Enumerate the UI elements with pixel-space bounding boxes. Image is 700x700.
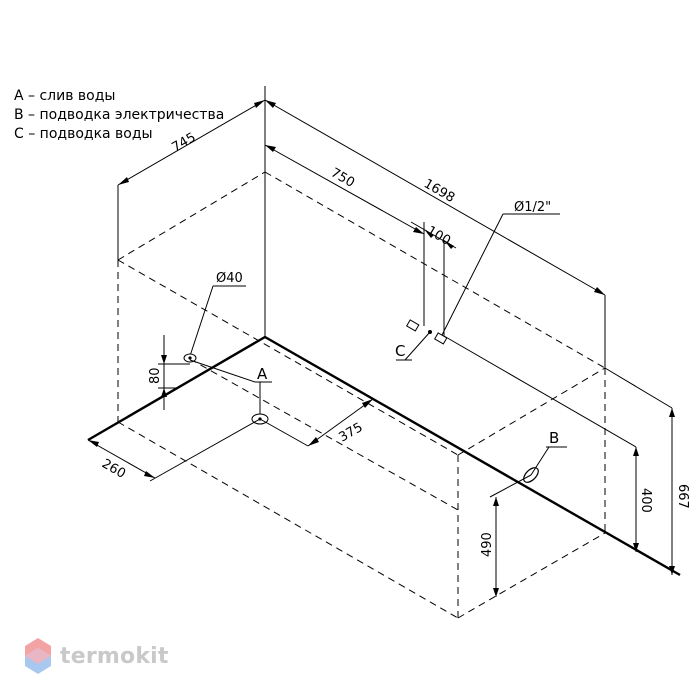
termokit-logo-icon	[25, 638, 51, 674]
marker-c-label: C	[395, 342, 405, 360]
dim-80-label: 80	[148, 367, 163, 384]
drain-callout: Ø40	[183, 271, 246, 363]
brand-logo: termokit	[24, 636, 169, 676]
dim-100: 100	[410, 221, 457, 336]
legend-item-water: C – подводка воды	[14, 126, 153, 142]
marker-c: C	[395, 331, 431, 361]
dim-490: 490	[480, 474, 532, 597]
marker-b-label: B	[549, 429, 559, 447]
dim-750-label: 750	[328, 165, 357, 190]
drain-diameter-label: Ø40	[216, 271, 243, 286]
dim-1698-label: 1698	[421, 176, 457, 206]
dim-400-label: 400	[638, 488, 653, 513]
dim-667-label: 667	[675, 484, 690, 509]
dim-745: 745	[117, 99, 266, 260]
legend-item-electric: B – подводка электричества	[14, 107, 225, 123]
floor-line-right	[264, 335, 681, 577]
dim-400: 400	[443, 335, 653, 552]
dim-750: 750	[264, 144, 425, 326]
legend: A – слив воды B – подводка электричества…	[14, 87, 224, 144]
brand-name: termokit	[60, 643, 169, 669]
marker-a-label: A	[257, 365, 268, 383]
water-pipe-callout: Ø1/2"	[439, 200, 560, 340]
dim-375-label: 375	[337, 420, 366, 445]
legend-item-drain: A – слив воды	[14, 88, 116, 104]
tub-outline	[117, 171, 606, 619]
dim-260: 260	[87, 418, 261, 482]
dim-375: 375	[259, 398, 374, 447]
dim-667: 667	[604, 367, 690, 575]
water-supply-fittings	[405, 319, 448, 345]
pipe-diameter-label: Ø1/2"	[514, 200, 551, 215]
dim-745-label: 745	[170, 130, 199, 155]
marker-a: A	[189, 359, 272, 425]
dim-490-label: 490	[480, 532, 495, 557]
dim-80: 80	[148, 335, 190, 410]
